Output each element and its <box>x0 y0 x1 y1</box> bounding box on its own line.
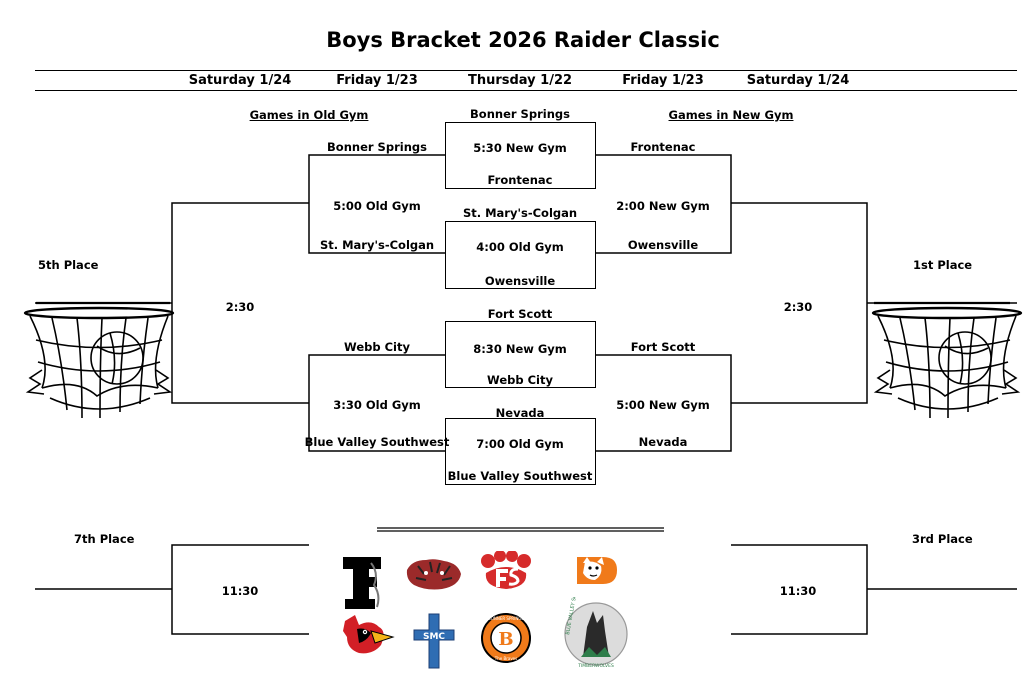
b-logo-sub-text: The Braves <box>494 656 517 661</box>
thursday-g1-top-team: Bonner Springs <box>470 107 570 121</box>
svg-text:B: B <box>498 629 513 650</box>
thursday-game-1-box <box>445 122 596 189</box>
venue-old-gym: Games in Old Gym <box>249 108 369 122</box>
day-col-1: Saturday 1/24 <box>188 73 292 88</box>
frontenac-f-logo <box>343 557 381 609</box>
friday-right-g2-bottom-team: Nevada <box>638 435 688 449</box>
thursday-g2-time: 4:00 Old Gym <box>476 240 564 254</box>
friday-right-g1-bottom-team: Owensville <box>627 238 699 252</box>
thursday-g3-bottom-team: Webb City <box>487 373 553 387</box>
friday-left-g2-time: 3:30 Old Gym <box>333 398 421 412</box>
day-col-4: Friday 1/23 <box>622 73 704 88</box>
thursday-g1-time: 5:30 New Gym <box>473 141 567 155</box>
day-col-5: Saturday 1/24 <box>746 73 850 88</box>
bulldog-logo <box>577 557 617 584</box>
first-place-time: 2:30 <box>783 300 813 314</box>
venue-new-gym: Games in New Gym <box>668 108 794 122</box>
seventh-place-time: 11:30 <box>221 584 259 598</box>
fifth-place-time: 2:30 <box>225 300 255 314</box>
friday-left-g1-time: 5:00 Old Gym <box>333 199 421 213</box>
seventh-place-label: 7th Place <box>74 532 135 546</box>
header-rule-bottom <box>35 90 1017 91</box>
friday-right-g1-time: 2:00 New Gym <box>616 199 710 213</box>
thursday-g3-time: 8:30 New Gym <box>473 342 567 356</box>
thursday-game-3-box <box>445 321 596 388</box>
thursday-g4-top-team: Nevada <box>495 406 545 420</box>
third-place-label: 3rd Place <box>912 532 973 546</box>
thursday-g4-bottom-team: Blue Valley Southwest <box>447 469 593 483</box>
bonner-springs-b-logo: B BONNER SPRINGS The Braves <box>481 613 531 663</box>
friday-right-g2-time: 5:00 New Gym <box>616 398 710 412</box>
first-place-label: 1st Place <box>913 258 973 272</box>
timberwolves-logo: BLUE VALLEY SOUTHWEST TIMBERWOLVES <box>564 597 628 669</box>
tiger-logo <box>406 559 461 590</box>
b-logo-ring-text: BONNER SPRINGS <box>488 616 524 621</box>
third-place-time: 11:30 <box>779 584 817 598</box>
day-col-2: Friday 1/23 <box>336 73 418 88</box>
friday-left-g1-bottom-team: St. Mary's-Colgan <box>319 238 435 252</box>
right-hoop-icon <box>871 301 1023 419</box>
thursday-g1-bottom-team: Frontenac <box>487 173 553 187</box>
thursday-g3-top-team: Fort Scott <box>487 307 553 321</box>
bvsw-sub-text: TIMBERWOLVES <box>577 663 614 669</box>
friday-left-g1-top-team: Bonner Springs <box>327 140 427 154</box>
thursday-g2-bottom-team: Owensville <box>484 274 556 288</box>
fifth-place-label: 5th Place <box>38 258 99 272</box>
page-title: Boys Bracket 2026 Raider Classic <box>326 28 720 52</box>
friday-left-g2-top-team: Webb City <box>344 340 410 354</box>
smc-cross-logo: SMC <box>413 613 455 669</box>
thursday-game-4-box <box>445 418 596 485</box>
friday-right-g1-top-team: Frontenac <box>630 140 696 154</box>
thursday-game-2-box <box>445 221 596 289</box>
fs-paw-logo <box>481 551 531 589</box>
left-hoop-icon <box>23 301 175 419</box>
thursday-g4-time: 7:00 Old Gym <box>476 437 564 451</box>
header-rule-top <box>35 70 1017 71</box>
thursday-g2-top-team: St. Mary's-Colgan <box>462 206 578 220</box>
friday-right-g2-top-team: Fort Scott <box>630 340 696 354</box>
svg-text:SMC: SMC <box>423 632 445 642</box>
friday-left-g2-bottom-team: Blue Valley Southwest <box>304 435 450 449</box>
cardinal-logo <box>343 615 395 654</box>
day-col-3: Thursday 1/22 <box>467 73 573 88</box>
